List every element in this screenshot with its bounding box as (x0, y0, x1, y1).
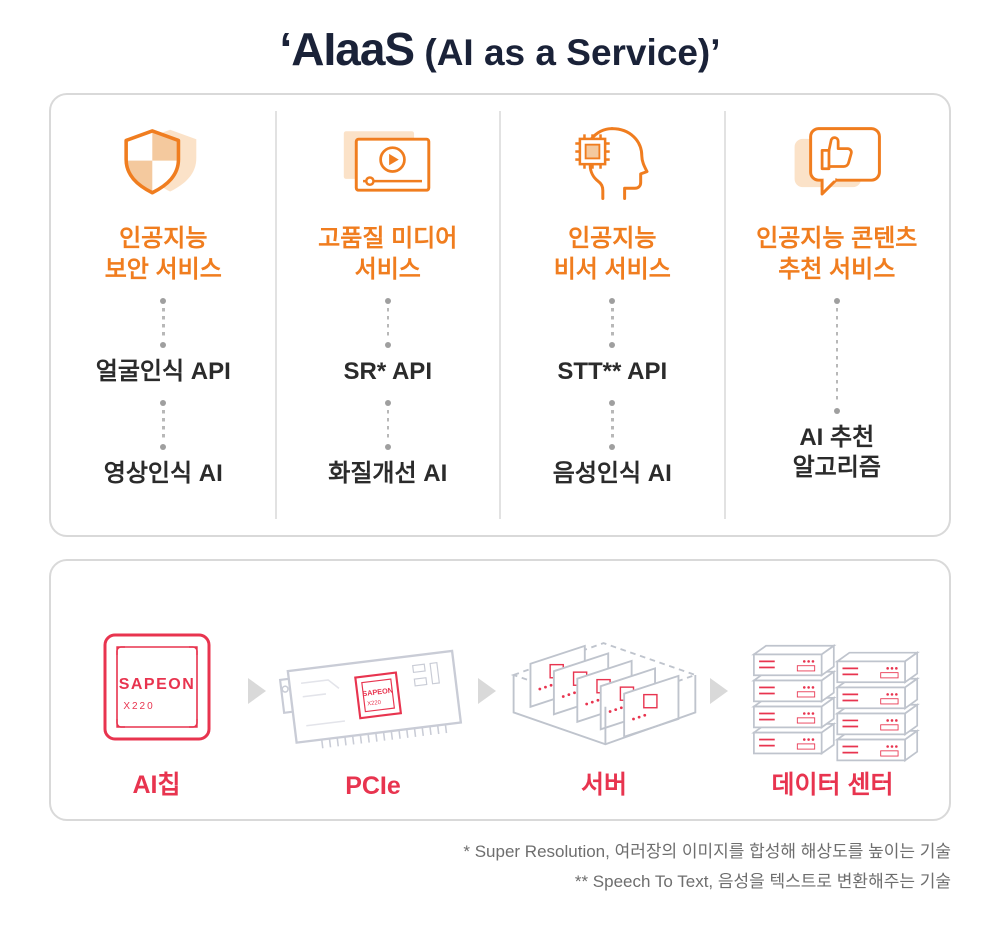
service-item: AI 추천 알고리즘 (792, 423, 881, 481)
service-column-assistant: 인공지능 비서 서비스 STT** API 음성인식 AI (499, 95, 725, 535)
server-illustration (510, 641, 699, 745)
media-player-icon (341, 117, 435, 209)
arrow-right-icon (710, 678, 730, 709)
pipeline-step-ai-chip: SAPEON X220 AI칩 (65, 569, 248, 809)
ai-assistant-icon (570, 117, 654, 209)
page-title: ‘AIaaS (AI as a Service)’ (0, 24, 1000, 75)
dotted-connector (609, 399, 616, 450)
content-recommend-icon (790, 117, 884, 209)
dotted-connector (609, 297, 616, 348)
pipeline-label: PCIe (345, 771, 401, 800)
service-column-security: 인공지능 보안 서비스 얼굴인식 API 영상인식 AI (51, 95, 276, 535)
pipeline-panel: SAPEON X220 AI칩 (49, 558, 951, 821)
service-item: SR* API (343, 357, 432, 385)
service-column-recommend: 인공지능 콘텐츠 추천 서비스 AI 추천 알고리즘 (723, 95, 950, 535)
service-title: 인공지능 보안 서비스 (104, 224, 222, 283)
footnote-sr: * Super Resolution, 여러장의 이미지를 합성해 해상도를 높… (463, 841, 951, 861)
chip-brand-text: SAPEON (362, 685, 394, 698)
chip-brand-text: SAPEON (118, 676, 195, 693)
infographic-page: ‘AIaaS (AI as a Service)’ 인공지능 보안 서비스 (0, 24, 1000, 898)
service-title: 인공지능 콘텐츠 추천 서비스 (756, 224, 918, 283)
arrow-right-icon (248, 678, 268, 709)
ai-chip-illustration: SAPEON X220 (103, 633, 210, 741)
chip-model-text: X220 (123, 701, 154, 712)
service-item: 얼굴인식 API (95, 357, 231, 385)
service-item: 영상인식 AI (103, 459, 223, 487)
pipeline-label: 데이터 센터 (771, 770, 894, 799)
footnotes: * Super Resolution, 여러장의 이미지를 합성해 해상도를 높… (49, 837, 951, 898)
service-item: 화질개선 AI (328, 459, 448, 487)
service-item: 음성인식 AI (552, 459, 672, 487)
dotted-connector (384, 399, 391, 450)
service-column-media: 고품질 미디어 서비스 SR* API 화질개선 AI (274, 95, 501, 535)
arrow-right-icon (478, 678, 498, 709)
title-emphasis: ‘AIaaS (279, 23, 415, 75)
dotted-connector (160, 399, 167, 450)
service-title: 인공지능 비서 서비스 (553, 224, 671, 283)
dotted-connector (160, 297, 167, 348)
security-shield-icon (119, 117, 207, 209)
services-panel: 인공지능 보안 서비스 얼굴인식 API 영상인식 AI 고품질 미디어 서비스 (49, 92, 951, 537)
pipeline-label: 서버 (580, 770, 627, 799)
dotted-connector (384, 297, 391, 348)
pcie-card-illustration: SAPEON X220 (278, 649, 463, 748)
pipeline-label: AI칩 (132, 770, 181, 799)
pipeline-step-server: 서버 (498, 569, 710, 809)
pipeline-step-pcie: SAPEON X220 PCIe (268, 569, 478, 809)
service-item: STT** API (557, 357, 668, 385)
service-title: 고품질 미디어 서비스 (318, 224, 458, 283)
chip-model-text: X220 (367, 699, 382, 707)
pipeline-step-data-center: 데이터 센터 (730, 569, 935, 809)
dotted-connector (833, 297, 840, 414)
data-center-illustration (753, 644, 919, 761)
footnote-stt: ** Speech To Text, 음성을 텍스트로 변환해주는 기술 (574, 872, 951, 892)
title-rest: (AI as a Service)’ (414, 32, 721, 73)
